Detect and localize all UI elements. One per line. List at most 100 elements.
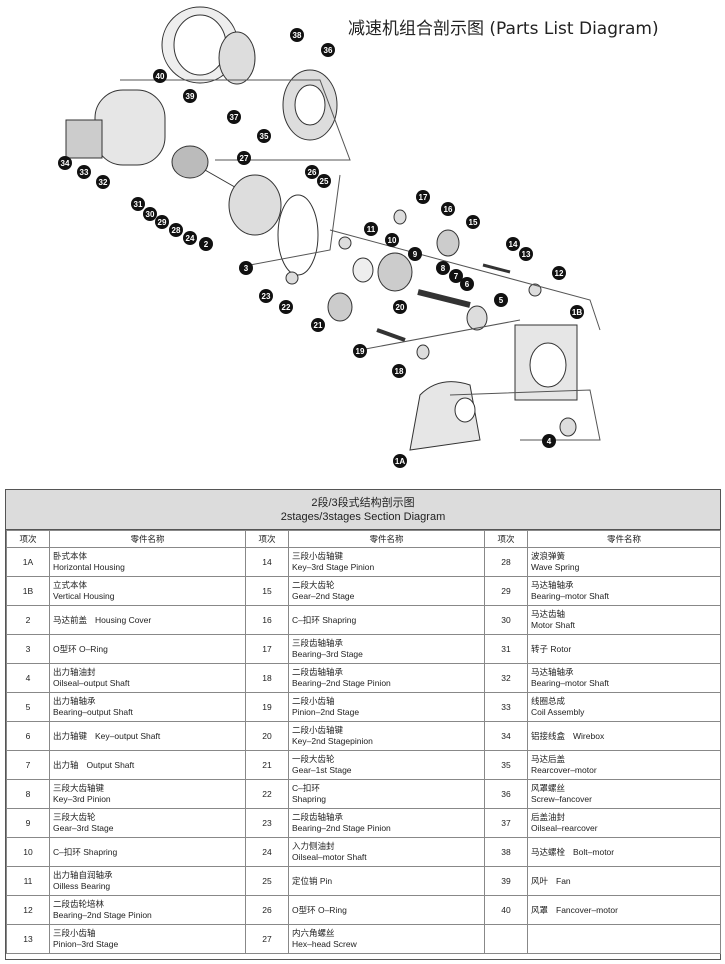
part-number: 25 [245, 866, 289, 896]
callout-3: 3 [239, 261, 253, 275]
part-name-zh: 出力轴 [53, 759, 79, 770]
callout-33: 33 [77, 165, 91, 179]
part-number: 17 [245, 634, 289, 664]
part-name-zh: 三段大齿轮 [53, 812, 96, 822]
part-name-en: Key–3rd Stage Pinion [292, 562, 375, 572]
svg-text:39: 39 [186, 92, 195, 101]
part-name-zh: 铝接线盒 [531, 730, 566, 741]
part-name-zh: 出力轴轴承 [53, 696, 96, 706]
diagram-title: 减速机组合剖示图 (Parts List Diagram) [348, 19, 659, 39]
svg-text:33: 33 [80, 168, 89, 177]
fan-shape [218, 31, 256, 85]
col-no-header: 项次 [245, 530, 289, 548]
callout-40: 40 [153, 69, 167, 83]
part-name-zh: 二段小齿轴键 [292, 725, 344, 735]
callout-31: 31 [131, 197, 145, 211]
part-name: C–扣环 Shapring [288, 605, 485, 635]
part-number: 14 [245, 547, 289, 577]
part-number: 22 [245, 779, 289, 809]
o-ring-shape [277, 194, 319, 276]
svg-text:22: 22 [282, 303, 291, 312]
svg-text:35: 35 [260, 132, 269, 141]
part-name-zh: 马达轴轴承 [531, 667, 574, 677]
part-name-zh: 马达轴轴承 [531, 580, 574, 590]
part-number: 34 [484, 721, 528, 751]
part-name-en: Bearing–motor Shaft [531, 591, 609, 601]
col-no-header: 项次 [6, 530, 50, 548]
callout-24: 24 [183, 231, 197, 245]
svg-text:12: 12 [555, 269, 564, 278]
part-name-zh: 二段齿轴轴承 [292, 667, 344, 677]
svg-text:1A: 1A [395, 457, 405, 466]
svg-text:26: 26 [308, 168, 317, 177]
part-name-en: Bearing–2nd Stage Pinion [53, 910, 152, 920]
part-name-zh: 马达螺栓 [531, 846, 566, 857]
part-number: 29 [484, 576, 528, 606]
part-number: 32 [484, 663, 528, 693]
part-name-zh: 出力轴油封 [53, 667, 96, 677]
part-name-en: Fancover–motor [556, 904, 618, 915]
part-name-zh: C–扣环 Shapring [292, 614, 357, 625]
callout-8: 8 [436, 261, 450, 275]
part-number: 1A [6, 547, 50, 577]
callout-29: 29 [155, 215, 169, 229]
callout-36: 36 [321, 43, 335, 57]
part-number: 20 [245, 721, 289, 751]
part-number: 24 [245, 837, 289, 867]
part-name-zh: 三段小齿轴 [53, 928, 96, 938]
part-name-en: Wave Spring [531, 562, 580, 572]
part-name [527, 924, 721, 954]
table-title-en: 2stages/3stages Section Diagram [280, 511, 446, 523]
parts-list-table: 2段/3段式结构剖示图 2stages/3stages Section Diag… [5, 489, 721, 960]
svg-text:5: 5 [499, 296, 504, 305]
motor-body-shape [94, 89, 166, 166]
svg-text:9: 9 [413, 250, 418, 259]
part-number: 26 [245, 895, 289, 925]
part-number: 15 [245, 576, 289, 606]
part-name-zh: 入力侧油封 [292, 841, 335, 851]
part-name-zh: 三段大齿轴键 [53, 783, 105, 793]
gear-2nd-shape [436, 229, 460, 257]
callout-20: 20 [393, 300, 407, 314]
callout-11: 11 [364, 222, 378, 236]
part-name-zh: C–扣环 [292, 783, 320, 793]
callout-5: 5 [494, 293, 508, 307]
part-name-en: Rearcover–motor [531, 765, 597, 775]
part-name-en: Motor Shaft [531, 620, 575, 630]
svg-text:20: 20 [396, 303, 405, 312]
part-name-zh: 三段齿轴轴承 [292, 638, 344, 648]
exploded-diagram: 减速机组合剖示图 (Parts List Diagram) [58, 6, 659, 468]
part-number: 18 [245, 663, 289, 693]
callout-17: 17 [416, 190, 430, 204]
svg-text:4: 4 [547, 437, 552, 446]
part-name-zh: C–扣环 Shapring [53, 846, 118, 857]
part-number: 16 [245, 605, 289, 635]
svg-text:34: 34 [61, 159, 70, 168]
part-name-en: Coil Assembly [531, 707, 585, 717]
svg-text:7: 7 [454, 272, 459, 281]
svg-text:40: 40 [156, 72, 165, 81]
part-name-zh: 马达前盖 [53, 614, 88, 625]
part-name-en: Oilseal–motor Shaft [292, 852, 367, 862]
part-name-en: Oilseal–rearcover [531, 823, 598, 833]
part-number: 2 [6, 605, 50, 635]
part-name-en: Bearing–3rd Stage [292, 649, 363, 659]
callout-1A: 1A [393, 454, 407, 468]
